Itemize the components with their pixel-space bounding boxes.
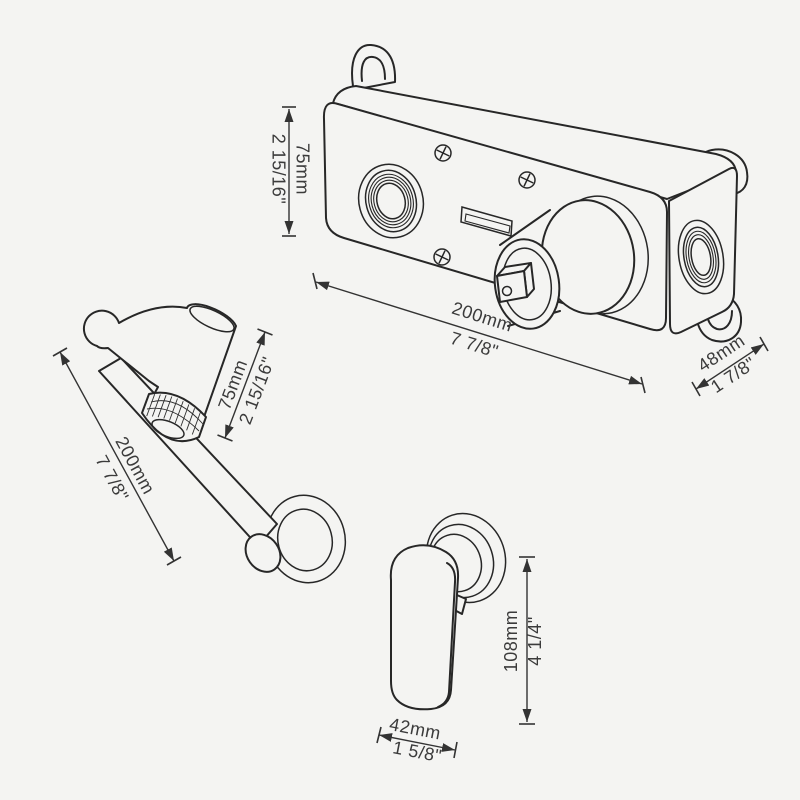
spout-tip-cap-rim	[189, 305, 235, 333]
valve-box	[322, 43, 749, 343]
dim-handle-height-mm-label: 108mm	[501, 610, 521, 673]
spout-tube-end-cap	[244, 533, 282, 573]
handle-lever	[389, 544, 460, 711]
screw-icon	[434, 144, 452, 162]
front-threaded-port-icon	[357, 163, 425, 239]
dim-handle-height: 108mm 4 1/4"	[501, 556, 545, 725]
cartridge-spindle	[496, 262, 535, 303]
box-side-face	[668, 166, 738, 335]
screw-icon	[433, 248, 451, 266]
dim-handle-width: 42mm 1 5/8"	[376, 714, 458, 766]
dim-box-height-inch-label: 2 15/16"	[268, 134, 288, 204]
dim-handle-height-inch-label: 4 1/4"	[525, 616, 545, 665]
dim-box-height-mm-label: 75mm	[292, 143, 312, 195]
box-slot	[460, 206, 513, 237]
handle-lever-thickness-line	[437, 562, 457, 708]
dim-box-width: 200mm 7 7/8"	[312, 272, 646, 394]
dim-box-height: 75mm 2 15/16"	[268, 106, 312, 237]
lever-handle	[389, 512, 507, 711]
screw-icon	[518, 171, 536, 189]
mounting-tab-top-left-icon	[351, 43, 397, 91]
side-threaded-port-icon	[677, 219, 725, 295]
